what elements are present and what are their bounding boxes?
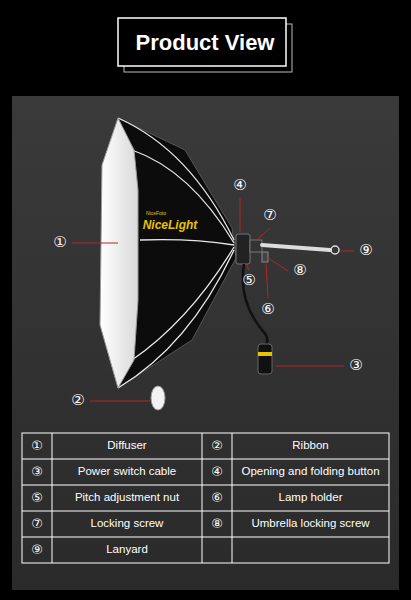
- table-number: ⑧: [211, 517, 223, 532]
- rod: [262, 245, 330, 250]
- lamp-holder: [236, 234, 250, 264]
- switch-plug: [258, 344, 272, 374]
- table-number: ⑨: [31, 543, 43, 558]
- diffuser-face: [100, 118, 138, 388]
- callout-number: ⑨: [359, 242, 372, 259]
- brand-text: NiceFoto: [146, 211, 166, 217]
- callout-number: ⑤: [242, 272, 255, 289]
- callout-number: ⑥: [261, 301, 274, 318]
- callout-number: ③: [349, 357, 362, 374]
- page-title: Product View: [136, 30, 275, 55]
- table-number: ⑦: [31, 517, 43, 532]
- table-cell: Pitch adjustment nut: [75, 491, 179, 504]
- callout-number: ⑧: [293, 262, 306, 279]
- table-cell: Opening and folding button: [241, 465, 379, 478]
- leader-lines: [72, 198, 354, 401]
- table-cell: Umbrella locking screw: [251, 517, 369, 530]
- brand-text: NiceLight: [143, 219, 198, 233]
- table-cell: Diffuser: [107, 439, 146, 452]
- table-cell: Power switch cable: [78, 465, 176, 478]
- plug-band: [258, 352, 272, 356]
- table-number: ③: [31, 465, 43, 480]
- table-number: ①: [31, 439, 43, 454]
- table-number: ⑤: [31, 491, 43, 506]
- table-cell: Ribbon: [292, 439, 328, 452]
- table-number: ④: [211, 465, 223, 480]
- table-grid: [22, 433, 389, 563]
- table-cell: Lamp holder: [279, 491, 343, 504]
- table-number: ⑥: [211, 491, 223, 506]
- lanyard-ring: [331, 246, 339, 254]
- table-number: ②: [211, 439, 223, 454]
- umbrella-screw: [262, 252, 268, 262]
- locking-block: [250, 240, 262, 252]
- ring-tab: [151, 386, 165, 410]
- table-cell: Locking screw: [91, 517, 164, 530]
- title-frame: [118, 18, 286, 66]
- callout-number: ⑦: [263, 207, 276, 224]
- callout-number: ②: [71, 392, 84, 409]
- callout-number: ④: [233, 177, 246, 194]
- table-cell: Lanyard: [106, 543, 148, 556]
- callout-number: ①: [53, 234, 66, 251]
- panel: [12, 96, 399, 590]
